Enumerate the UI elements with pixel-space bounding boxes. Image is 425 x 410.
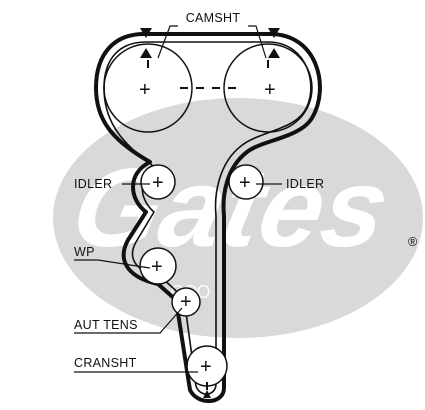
idler-right-circle [228, 164, 264, 200]
plus-sign: + [200, 356, 212, 378]
plus-sign: + [151, 256, 163, 278]
belt-inner [103, 41, 312, 395]
camshaft-left-circle [103, 43, 193, 133]
auto-tensioner-label: AUT TENS [74, 318, 138, 332]
water-pump-pulley: + [139, 247, 177, 285]
idler-pulley-right: + [228, 164, 264, 200]
camshaft-leader-left [157, 25, 178, 59]
auto-tensioner-circle [171, 287, 201, 317]
arrow-up-crank [203, 390, 211, 398]
timing-arrows [140, 28, 280, 58]
arrow-down-right [268, 28, 280, 38]
idler-left-circle [140, 164, 176, 200]
plus-sign: + [264, 79, 276, 101]
crankshaft-pulley: + [186, 345, 228, 398]
arrow-up-right [268, 48, 280, 58]
camshaft-pulley-left: + [103, 43, 193, 133]
plus-sign: + [152, 172, 164, 194]
logo-text: Gates [62, 144, 400, 270]
idler-left-label: IDLER [74, 177, 112, 191]
plus-sign: + [180, 291, 192, 313]
crankshaft-label: CRANSHT [74, 356, 137, 370]
auto-tensioner-leader [74, 307, 183, 334]
camshaft-label: CAMSHT [186, 11, 241, 25]
water-pump-label: WP [74, 245, 95, 259]
gates-logo: Gates ® OOO [53, 98, 423, 338]
camshaft-right-circle [223, 43, 313, 133]
auto-tensioner-pulley: + [171, 287, 201, 317]
idler-right-label: IDLER [286, 177, 324, 191]
camshaft-leader-right [248, 25, 267, 59]
arrow-down-left [140, 28, 152, 38]
water-pump-leader [74, 259, 151, 269]
arrow-up-left [140, 48, 152, 58]
plus-sign: + [239, 172, 251, 194]
idler-pulley-left: + [140, 164, 176, 200]
registered-mark: ® [408, 235, 418, 249]
camshaft-pulley-right: + [223, 43, 313, 133]
plus-sign: + [139, 79, 151, 101]
